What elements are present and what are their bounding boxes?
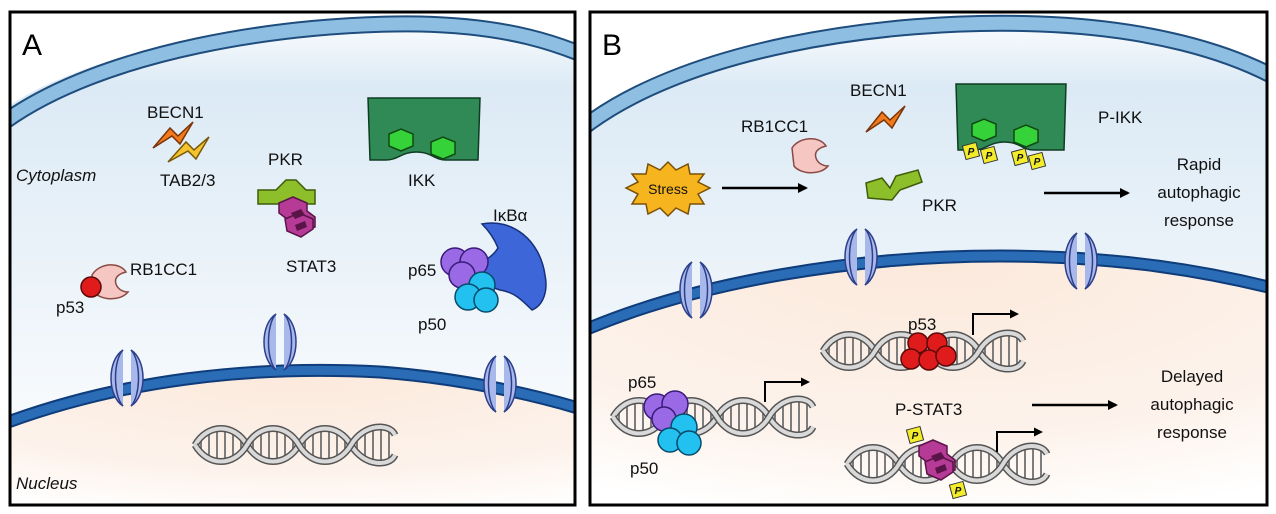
p53-tetramer (900, 332, 957, 371)
p53-protein (80, 276, 102, 298)
ikk-subunit (971, 118, 997, 142)
p65-label: p65 (408, 261, 436, 280)
svg-text:P: P (1034, 157, 1041, 168)
delayed-response-line-1: Delayed (1161, 367, 1223, 386)
ikk-subunit (388, 128, 414, 152)
ikk-subunit (430, 136, 456, 160)
panel-a-frame (8, 10, 577, 507)
nucleus-label: Nucleus (16, 474, 78, 493)
ikk-label: IKK (408, 171, 436, 190)
nucleus-region (590, 256, 1267, 505)
transcription-arrow-icon (764, 377, 810, 402)
phospho-tag-icon: P (961, 141, 981, 161)
rb1cc1-label: RB1CC1 (130, 260, 197, 279)
p50-protein (657, 413, 702, 456)
p65-protein (643, 390, 689, 432)
stress-starburst-icon (624, 160, 712, 218)
becn1-protein (865, 105, 906, 133)
pkr-label: PKR (922, 196, 957, 215)
svg-text:P: P (1017, 153, 1024, 164)
tab23-protein (167, 136, 210, 163)
transcription-arrow-icon (996, 427, 1043, 452)
ikba-protein (471, 222, 547, 311)
becn1-label: BECN1 (147, 103, 204, 122)
rb1cc1-label: RB1CC1 (741, 117, 808, 136)
p50-label: p50 (418, 315, 446, 334)
panel-b-letter: B (602, 29, 622, 62)
delayed-response-line-3: response (1157, 423, 1227, 442)
phospho-tag-icon: P (1027, 151, 1047, 171)
pkr-protein (865, 169, 923, 201)
pstat3-label: P-STAT3 (895, 400, 962, 419)
phospho-tag-icon: P (948, 480, 968, 500)
pkr-protein (257, 179, 316, 205)
panel-a: A Cytoplasm Nucleus BECN1 TAB2/3 PKR STA… (8, 10, 577, 507)
panel-b-frame (588, 10, 1269, 507)
p53-label: p53 (908, 315, 936, 334)
p50-protein (454, 271, 499, 313)
p50-label: p50 (630, 459, 658, 478)
p65-label: p65 (628, 373, 656, 392)
cytoplasm-label: Cytoplasm (16, 166, 96, 185)
svg-text:P: P (955, 486, 962, 497)
ikk-complex (367, 97, 481, 161)
becn1-protein (152, 121, 194, 149)
panel-b: B RB1CC1 BECN1 P P P P P-IKK Stress PKR … (588, 10, 1269, 507)
svg-text:P: P (968, 147, 975, 158)
ikba-label: IκBα (493, 206, 528, 225)
svg-text:P: P (986, 151, 993, 162)
pkr-label: PKR (268, 150, 303, 169)
panel-a-letter: A (22, 29, 42, 62)
ikk-subunit (1013, 124, 1039, 148)
becn1-label: BECN1 (850, 81, 907, 100)
phospho-tag-icon: P (905, 425, 925, 445)
pikk-label: P-IKK (1098, 108, 1143, 127)
rb1cc1-protein (791, 138, 830, 174)
phospho-tag-icon: P (1010, 147, 1030, 167)
stat3-label: STAT3 (286, 257, 336, 276)
phospho-tag-icon: P (979, 145, 999, 165)
delayed-response-line-2: autophagic (1150, 395, 1234, 414)
svg-text:P: P (912, 431, 919, 442)
tab23-label: TAB2/3 (160, 171, 215, 190)
rapid-response-line-3: response (1164, 211, 1234, 230)
transcription-arrow-icon (972, 309, 1019, 335)
stress-label: Stress (648, 181, 688, 197)
pikk-complex (955, 83, 1067, 151)
p53-label: p53 (56, 298, 84, 317)
rapid-response-line-1: Rapid (1177, 155, 1221, 174)
rapid-response-line-2: autophagic (1157, 183, 1241, 202)
